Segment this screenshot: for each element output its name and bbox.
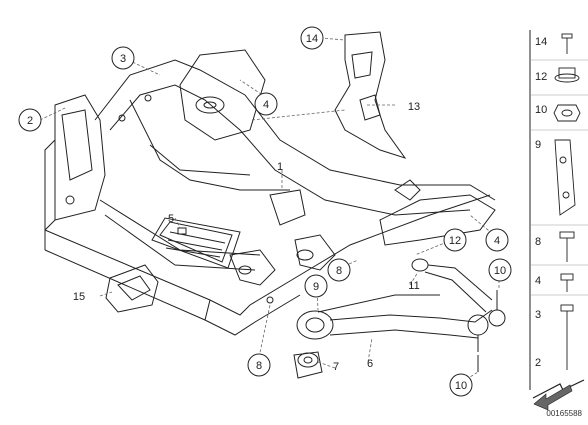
callout-14: 14 — [300, 26, 324, 50]
svg-text:5: 5 — [168, 213, 174, 225]
svg-text:4: 4 — [263, 99, 269, 111]
side-label-9: 9 — [535, 139, 541, 151]
callout-15: 15 — [73, 291, 85, 303]
nut-icon — [553, 104, 581, 122]
bushing — [293, 351, 323, 379]
callout-8b: 8 — [247, 353, 271, 377]
callout-12: 12 — [443, 228, 467, 252]
label-6: 6 — [367, 358, 373, 370]
side-label-10: 10 — [535, 104, 547, 116]
side-label-4: 4 — [535, 275, 541, 287]
control-arm — [296, 294, 493, 372]
label-1: 1 — [277, 161, 283, 173]
svg-text:4: 4 — [494, 235, 500, 247]
svg-text:10: 10 — [455, 380, 467, 392]
direction-arrow-icon — [532, 379, 585, 411]
heat-shield — [334, 31, 407, 159]
callout-9: 9 — [304, 274, 328, 298]
svg-text:3: 3 — [120, 53, 126, 65]
callouts: 14 3 2 4 5 12 4 9 8 10 15 7 8 10 — [18, 26, 512, 397]
rubber-mount — [105, 264, 159, 313]
front-axle-subframe — [44, 49, 496, 336]
svg-text:12: 12 — [449, 235, 461, 247]
svg-text:2: 2 — [27, 115, 33, 127]
label-11: 11 — [408, 280, 419, 292]
callout-10b: 10 — [449, 373, 473, 397]
bolt-icon — [561, 33, 573, 54]
plain-labels: 1 13 11 6 — [277, 101, 420, 370]
label-13: 13 — [408, 101, 420, 113]
callout-4: 4 — [254, 92, 278, 116]
torx-bolt-icon — [560, 304, 574, 370]
side-label-14: 14 — [535, 36, 547, 48]
side-label-8: 8 — [535, 236, 541, 248]
leader-lines — [39, 37, 501, 383]
svg-text:14: 14 — [306, 33, 318, 45]
skid-plate — [151, 217, 241, 269]
svg-text:9: 9 — [313, 281, 319, 293]
side-label-2: 2 — [535, 357, 541, 369]
long-bolt-icon — [559, 231, 575, 262]
svg-text:10: 10 — [494, 265, 506, 277]
svg-text:8: 8 — [256, 360, 262, 372]
bracket-icon — [554, 139, 576, 216]
flange-nut-icon — [554, 67, 580, 83]
callout-4b: 4 — [485, 228, 509, 252]
short-bolt-icon — [560, 273, 574, 292]
callout-2: 2 — [18, 108, 42, 132]
callout-8: 8 — [327, 258, 351, 282]
document-id: 00165588 — [546, 409, 582, 418]
svg-text:15: 15 — [73, 291, 85, 303]
svg-text:8: 8 — [336, 265, 342, 277]
side-label-12: 12 — [535, 71, 547, 83]
hardware-panel: 14 12 10 9 8 4 3 2 — [529, 30, 588, 411]
side-label-3: 3 — [535, 309, 541, 321]
callout-7: 7 — [333, 361, 339, 373]
callout-10: 10 — [488, 258, 512, 282]
tension-rod — [411, 258, 506, 327]
callout-5: 5 — [168, 213, 174, 225]
svg-text:7: 7 — [333, 361, 339, 373]
callout-3: 3 — [111, 46, 135, 70]
